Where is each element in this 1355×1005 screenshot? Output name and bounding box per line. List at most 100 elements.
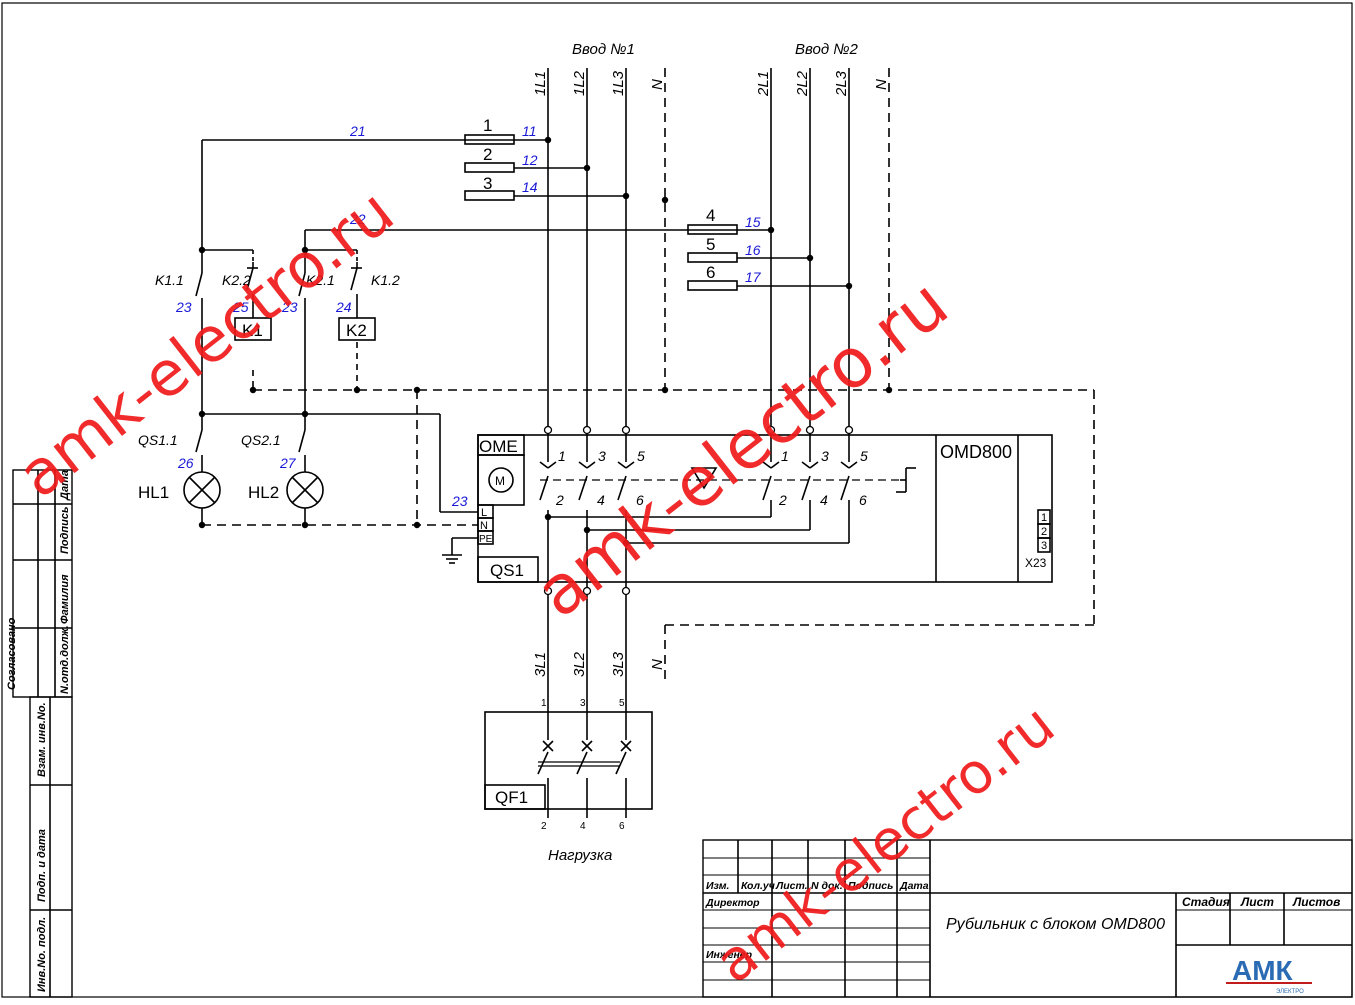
switch-term-4: 4 xyxy=(597,492,605,508)
switch-term-1: 1 xyxy=(558,448,566,464)
breaker-term-5: 5 xyxy=(619,698,625,709)
sidebar-row-inv: Инв.No. подл. xyxy=(36,917,48,992)
relay-k2: K2 xyxy=(346,321,367,340)
lamp-hl2: HL2 xyxy=(248,483,279,502)
phase-2l1: 2L1 xyxy=(755,71,772,97)
wire-14: 14 xyxy=(522,179,538,195)
tb-col-date: Дата xyxy=(899,880,929,892)
wire-16: 16 xyxy=(745,242,761,258)
tb-col-signature: Подпись xyxy=(848,880,893,892)
tb-col-change: Изм. xyxy=(706,880,730,892)
phase-3l2: 3L2 xyxy=(571,651,588,677)
breaker-term-6: 6 xyxy=(619,821,625,832)
switch2-term-3: 3 xyxy=(821,448,829,464)
wire-17: 17 xyxy=(745,269,762,285)
switch2-term-2: 2 xyxy=(778,492,787,508)
contact-k12: K1.2 xyxy=(371,272,400,288)
tb-engineer: Инженер xyxy=(706,949,753,961)
breaker-term-4: 4 xyxy=(580,821,586,832)
switch2-term-5: 5 xyxy=(860,448,868,464)
phase-3l1: 3L1 xyxy=(532,652,549,677)
switch-model-label: OMD800 xyxy=(940,442,1012,462)
sidebar-row-sign-date: Подп. и дата xyxy=(36,829,48,902)
input-2-label: Ввод №2 xyxy=(795,41,859,58)
tb-col-doc: N док. xyxy=(811,880,843,892)
contact-qs11: QS1.1 xyxy=(138,432,178,448)
wire-23-b: 23 xyxy=(281,299,298,315)
phase-1l2: 1L2 xyxy=(571,70,588,96)
sidebar-col-surname: Фамилия xyxy=(59,574,71,624)
sidebar-col-signature: Подпись xyxy=(59,506,71,554)
wire-21: 21 xyxy=(349,123,366,139)
breaker-term-3: 3 xyxy=(580,698,586,709)
tb-director: Директор xyxy=(705,897,760,909)
sidebar-col-date: Дата xyxy=(59,470,71,501)
wire-27: 27 xyxy=(279,455,297,471)
switch-term-6: 6 xyxy=(636,492,644,508)
load-label: Нагрузка xyxy=(548,847,612,864)
phase-1l3: 1L3 xyxy=(610,70,627,96)
wire-15: 15 xyxy=(745,214,761,230)
terminal-l: L xyxy=(481,507,487,519)
tb-col-sheet: Лист. xyxy=(775,880,808,892)
watermark-3: amk-electro.ru xyxy=(704,692,1067,996)
x23-pin-2: 2 xyxy=(1041,526,1047,538)
phase-n-1: N xyxy=(649,79,666,90)
breaker-term-2: 2 xyxy=(541,821,547,832)
amk-logo: АМК ЭЛЕКТРО xyxy=(1226,948,1314,995)
wire-22: 22 xyxy=(349,211,366,227)
wire-25: 25 xyxy=(232,299,249,315)
contact-k11: K1.1 xyxy=(155,272,184,288)
switch2-term-4: 4 xyxy=(820,492,828,508)
switch-term-3: 3 xyxy=(598,448,606,464)
sidebar-agreed: Согласовано xyxy=(6,617,18,690)
x23-label: X23 xyxy=(1025,556,1047,570)
logo-text: АМК xyxy=(1232,955,1294,986)
fuse-5-label: 5 xyxy=(706,235,715,254)
tb-col-qty: Кол.уч xyxy=(741,880,775,892)
breaker-designator: QF1 xyxy=(495,788,528,807)
wire-23-a: 23 xyxy=(175,299,192,315)
terminal-pe: PE xyxy=(479,534,493,545)
wire-24: 24 xyxy=(335,299,352,315)
watermark-1: amk-electro.ru xyxy=(4,175,407,512)
phase-n-out: N xyxy=(649,659,666,670)
tb-title: Рубильник с блоком OMD800 xyxy=(946,916,1165,933)
fuse-6-label: 6 xyxy=(706,263,715,282)
watermark-2: amk-electro.ru xyxy=(522,265,963,634)
switch-term-5: 5 xyxy=(637,448,645,464)
sidebar-col-dept: N.отд.долж. xyxy=(59,625,71,694)
switch-ome-label: OME xyxy=(479,437,518,456)
switch2-term-1: 1 xyxy=(781,448,789,464)
wire-26: 26 xyxy=(177,455,194,471)
phase-3l3: 3L3 xyxy=(610,651,627,677)
input-1-label: Ввод №1 xyxy=(572,41,635,58)
wire-12: 12 xyxy=(522,152,538,168)
switch-designator: QS1 xyxy=(490,561,524,580)
tb-sheets: Листов xyxy=(1292,895,1340,909)
terminal-n: N xyxy=(480,520,488,532)
breaker-term-1: 1 xyxy=(541,698,547,709)
tb-stage: Стадия xyxy=(1182,895,1230,909)
switch-term-2: 2 xyxy=(555,492,564,508)
wire-11: 11 xyxy=(522,123,537,139)
fuse-4-label: 4 xyxy=(706,206,715,225)
wire-23-c: 23 xyxy=(451,493,468,509)
x23-pin-1: 1 xyxy=(1041,512,1047,524)
contact-qs21: QS2.1 xyxy=(241,432,281,448)
lamp-hl1: HL1 xyxy=(138,483,169,502)
contact-k22: K2.2 xyxy=(222,272,251,288)
x23-pin-3: 3 xyxy=(1041,540,1047,552)
fuse-3-label: 3 xyxy=(483,174,492,193)
phase-1l1: 1L1 xyxy=(532,71,549,96)
phase-n-2: N xyxy=(873,79,890,90)
logo-subtext: ЭЛЕКТРО xyxy=(1276,989,1304,995)
sidebar-row-replace: Взам. инв.No. xyxy=(36,702,48,777)
tb-sheet: Лист xyxy=(1240,895,1274,909)
phase-2l3: 2L3 xyxy=(833,70,850,97)
motor-icon: M xyxy=(495,474,505,488)
switch2-term-6: 6 xyxy=(859,492,867,508)
fuse-2-label: 2 xyxy=(483,145,492,164)
